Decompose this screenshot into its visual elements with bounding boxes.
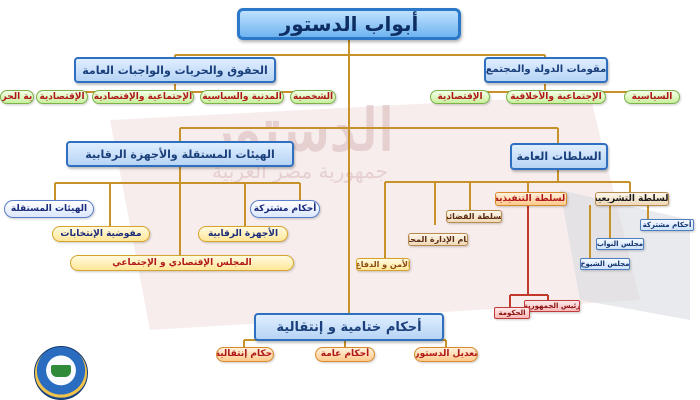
book-icon — [51, 365, 71, 377]
independent-item-elections: مفوضية الإنتخابات — [52, 226, 150, 242]
executive-item-government: الحكومة — [494, 307, 530, 319]
legislative-item-common: أحكام مشتركة — [640, 219, 694, 231]
section-rights: الحقوق والحريات والواجبات العامة — [74, 57, 276, 83]
section-powers: السلطات العامة — [510, 143, 608, 170]
section-independent: الهيئات المستقلة والأجهزة الرقابية — [66, 141, 294, 167]
legislative-item-senate: مجلس الشيوخ — [580, 258, 630, 270]
diagram-title: أبواب الدستور — [237, 8, 461, 40]
legislative-item-house: مجلس النواب — [596, 238, 644, 250]
rights-item-freedoms: حماية الحريات — [0, 90, 34, 104]
section-final: أحكام ختامية و إنتقالية — [254, 313, 444, 341]
executive-item-president: رئيس الجمهورية — [524, 300, 580, 312]
powers-judicial: السلطة القضائية — [446, 210, 502, 223]
independent-item-council: المجلس الإقتصادي و الإجتماعي — [70, 255, 294, 271]
section-state: مقومات الدولة والمجتمع — [484, 57, 608, 83]
powers-security-defense: الأمن و الدفاع — [356, 258, 410, 271]
powers-executive: السلطة التنفيذية — [495, 192, 567, 206]
final-item-amendment: تعديل الدستور — [414, 347, 478, 362]
final-item-transitional: أحكام إنتقالية — [216, 347, 274, 362]
independent-item-bodies: الهيئات المستقلة — [4, 200, 94, 218]
state-item-economic: الإقتصادية — [430, 90, 490, 104]
rights-item-personal: الشخصية — [290, 90, 336, 104]
rights-item-civil-political: المدنية والسياسية — [200, 90, 284, 104]
rights-item-social-economic: الإجتماعية والإقتصادية — [92, 90, 194, 104]
powers-legislative: السلطة التشريعية — [595, 192, 669, 206]
powers-local-admin: نظام الإدارة المحلية — [408, 233, 468, 246]
state-item-political: السياسية — [624, 90, 680, 104]
independent-item-oversight: الأجهزة الرقابية — [198, 226, 288, 242]
final-item-general: أحكام عامة — [315, 347, 375, 362]
independent-item-common: أحكام مشتركة — [250, 200, 320, 218]
rights-item-economic: الإقتصادية — [36, 90, 88, 104]
emblem-logo — [34, 346, 88, 400]
state-item-social-moral: الإجتماعية والأخلاقية — [506, 90, 606, 104]
